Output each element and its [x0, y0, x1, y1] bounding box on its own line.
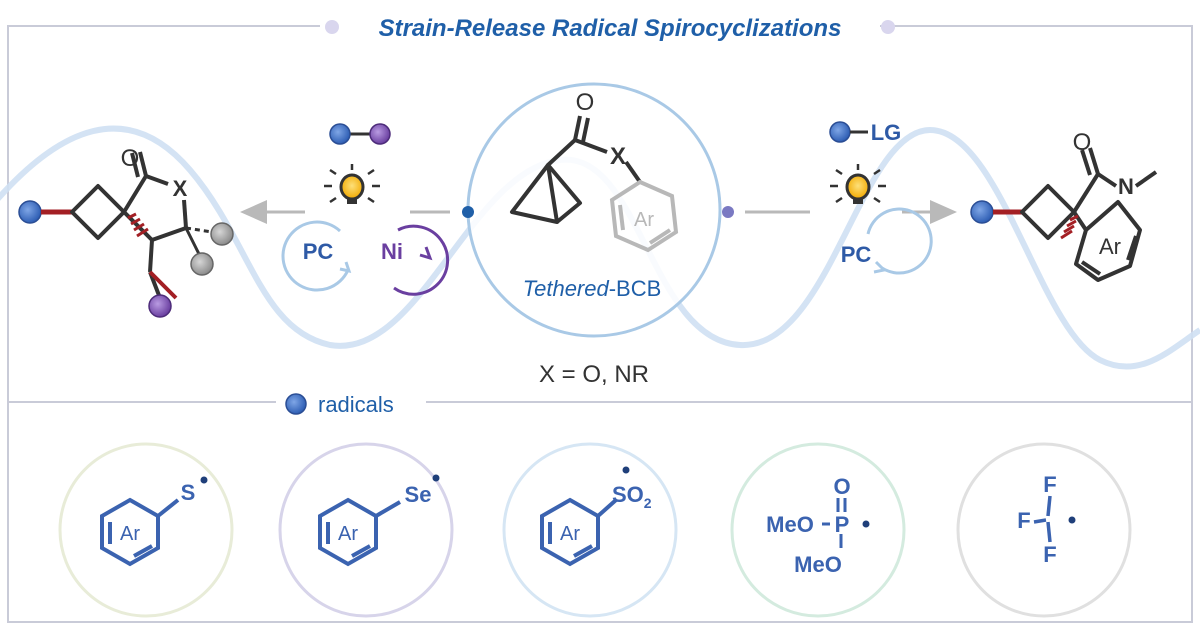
title-block: Strain-Release Radical Spirocyclizations	[325, 15, 895, 42]
radicals-legend-dot	[285, 393, 307, 415]
reagent-lg: LG	[871, 120, 902, 145]
x-definition: X = O, NR	[539, 361, 649, 388]
svg-text:Ar: Ar	[338, 523, 358, 545]
right-light-icon	[830, 164, 886, 204]
radical-trifluoromethyl: F F F	[956, 442, 1132, 618]
right-pathway: LG PC	[745, 120, 1158, 282]
radical-phosphonyl: O P MeO MeO	[730, 442, 906, 618]
radical-arylsulfonyl: Ar SO2	[502, 442, 678, 618]
left-pc-label: PC	[303, 239, 334, 264]
left-pc-cycle: PC	[281, 220, 352, 292]
svg-text:Ar: Ar	[120, 523, 140, 545]
title-dot-right	[881, 20, 895, 34]
svg-text:MeO: MeO	[766, 512, 814, 537]
svg-text:F: F	[1043, 542, 1056, 567]
left-reagent	[329, 123, 391, 145]
radical-arylthio: Ar S	[58, 442, 234, 618]
svg-text:SO2: SO2	[612, 482, 652, 511]
center-anchor-left	[462, 206, 474, 218]
outer-frame	[7, 12, 1193, 623]
center-aryl-ring	[609, 179, 679, 253]
svg-text:Ar: Ar	[560, 523, 580, 545]
right-product-ring-ar: Ar	[1099, 234, 1121, 259]
svg-text:Se: Se	[405, 482, 432, 507]
center-atom-x: X	[610, 143, 626, 170]
right-product-atom-o: O	[1073, 129, 1092, 156]
left-light-icon	[324, 164, 380, 204]
radicals-heading: radicals	[318, 392, 394, 417]
left-pathway: PC Ni	[18, 123, 450, 318]
product-radical-dot	[18, 200, 42, 224]
svg-text:P: P	[835, 512, 850, 537]
product-aryl-dot	[148, 294, 172, 318]
left-product-atom-o: O	[121, 145, 140, 172]
right-pc-label: PC	[841, 242, 872, 267]
center-atom-o: O	[576, 89, 595, 116]
right-pc-cycle: PC	[841, 207, 933, 275]
bcb-core	[510, 115, 642, 224]
tethered-bcb: O X Ar Tethered-BCB X = O, NR	[462, 82, 734, 388]
left-ni-label: Ni	[381, 239, 403, 264]
svg-text:O: O	[833, 474, 850, 499]
center-label: Tethered-BCB	[523, 276, 662, 301]
radical-arylseleno: Ar Se	[278, 442, 454, 618]
svg-text:F: F	[1017, 508, 1030, 533]
svg-text:MeO: MeO	[794, 552, 842, 577]
center-anchor-right	[722, 206, 734, 218]
svg-text:S: S	[181, 480, 196, 505]
svg-text:F: F	[1043, 472, 1056, 497]
title-dot-left	[325, 20, 339, 34]
left-product: O X	[18, 145, 234, 318]
right-product-atom-n: N	[1118, 174, 1134, 199]
center-ring-ar: Ar	[634, 209, 654, 231]
right-reagent: LG	[829, 120, 902, 145]
left-ni-cycle: Ni	[381, 224, 450, 296]
page-title: Strain-Release Radical Spirocyclizations	[379, 15, 842, 42]
left-product-atom-x: X	[173, 176, 188, 201]
right-product: O N Ar	[970, 129, 1158, 282]
radicals-section: radicals Ar S Ar Se	[58, 392, 1132, 618]
